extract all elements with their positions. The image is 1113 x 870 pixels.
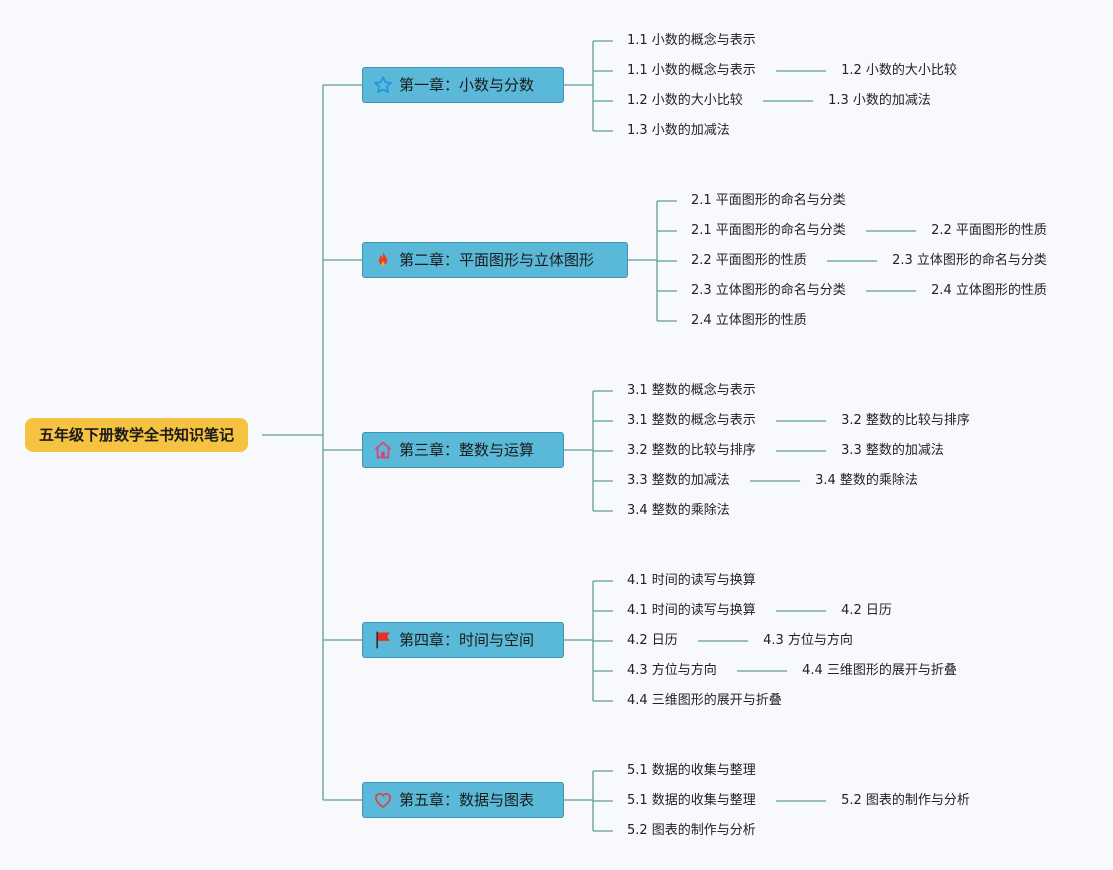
topic-item[interactable]: 2.3 立体图形的命名与分类 (691, 281, 846, 301)
next-topic-item[interactable]: 2.3 立体图形的命名与分类 (892, 251, 1047, 271)
topic-item[interactable]: 1.3 小数的加减法 (627, 121, 730, 141)
heart-icon (373, 790, 393, 810)
topic-item-label: 1.1 小数的概念与表示 (627, 33, 756, 48)
chapter-node-1[interactable]: 第一章：小数与分数 (362, 67, 564, 103)
topic-item[interactable]: 3.3 整数的加减法 (627, 471, 730, 491)
next-topic-item[interactable]: 1.3 小数的加减法 (828, 91, 931, 111)
next-topic-item[interactable]: 4.4 三维图形的展开与折叠 (802, 661, 957, 681)
topic-item-label: 5.2 图表的制作与分析 (627, 823, 756, 838)
home-icon (373, 440, 393, 460)
next-topic-label: 4.2 日历 (841, 603, 892, 618)
topic-item-label: 2.4 立体图形的性质 (691, 313, 807, 328)
chapter-node-3[interactable]: 第三章：整数与运算 (362, 432, 564, 468)
next-topic-item[interactable]: 2.2 平面图形的性质 (931, 221, 1047, 241)
next-topic-item[interactable]: 3.3 整数的加减法 (841, 441, 944, 461)
topic-item[interactable]: 3.2 整数的比较与排序 (627, 441, 756, 461)
topic-item[interactable]: 1.1 小数的概念与表示 (627, 61, 756, 81)
next-topic-label: 1.3 小数的加减法 (828, 93, 931, 108)
topic-item-label: 1.1 小数的概念与表示 (627, 63, 756, 78)
next-topic-label: 2.4 立体图形的性质 (931, 283, 1047, 298)
topic-item-label: 4.1 时间的读写与换算 (627, 603, 756, 618)
topic-item-label: 4.1 时间的读写与换算 (627, 573, 756, 588)
topic-item[interactable]: 2.2 平面图形的性质 (691, 251, 807, 271)
topic-item-label: 5.1 数据的收集与整理 (627, 793, 756, 808)
next-topic-item[interactable]: 1.2 小数的大小比较 (841, 61, 957, 81)
topic-item[interactable]: 4.3 方位与方向 (627, 661, 717, 681)
topic-item[interactable]: 1.2 小数的大小比较 (627, 91, 743, 111)
topic-item-label: 2.1 平面图形的命名与分类 (691, 223, 846, 238)
topic-item[interactable]: 5.2 图表的制作与分析 (627, 821, 756, 841)
topic-item-label: 3.1 整数的概念与表示 (627, 413, 756, 428)
next-topic-label: 3.2 整数的比较与排序 (841, 413, 970, 428)
topic-item-label: 3.1 整数的概念与表示 (627, 383, 756, 398)
topic-item[interactable]: 4.1 时间的读写与换算 (627, 571, 756, 591)
topic-item[interactable]: 3.1 整数的概念与表示 (627, 381, 756, 401)
topic-item-label: 1.2 小数的大小比较 (627, 93, 743, 108)
topic-item-label: 3.2 整数的比较与排序 (627, 443, 756, 458)
topic-item[interactable]: 3.1 整数的概念与表示 (627, 411, 756, 431)
chapter-node-4[interactable]: 第四章：时间与空间 (362, 622, 564, 658)
next-topic-label: 1.2 小数的大小比较 (841, 63, 957, 78)
topic-item-label: 1.3 小数的加减法 (627, 123, 730, 138)
topic-item[interactable]: 5.1 数据的收集与整理 (627, 791, 756, 811)
topic-item-label: 3.4 整数的乘除法 (627, 503, 730, 518)
topic-item-label: 4.4 三维图形的展开与折叠 (627, 693, 782, 708)
topic-item[interactable]: 4.4 三维图形的展开与折叠 (627, 691, 782, 711)
next-topic-item[interactable]: 3.4 整数的乘除法 (815, 471, 918, 491)
next-topic-label: 2.2 平面图形的性质 (931, 223, 1047, 238)
star-icon (373, 75, 393, 95)
chapter-title: 第二章：平面图形与立体图形 (399, 251, 595, 269)
chapter-node-5[interactable]: 第五章：数据与图表 (362, 782, 564, 818)
topic-item-label: 4.2 日历 (627, 633, 678, 648)
next-topic-item[interactable]: 4.2 日历 (841, 601, 892, 621)
topic-item[interactable]: 2.4 立体图形的性质 (691, 311, 807, 331)
topic-item[interactable]: 4.1 时间的读写与换算 (627, 601, 756, 621)
topic-item[interactable]: 4.2 日历 (627, 631, 678, 651)
next-topic-label: 3.4 整数的乘除法 (815, 473, 918, 488)
topic-item-label: 5.1 数据的收集与整理 (627, 763, 756, 778)
next-topic-item[interactable]: 5.2 图表的制作与分析 (841, 791, 970, 811)
topic-item[interactable]: 3.4 整数的乘除法 (627, 501, 730, 521)
flag-icon (373, 630, 393, 650)
topic-item[interactable]: 5.1 数据的收集与整理 (627, 761, 756, 781)
next-topic-label: 2.3 立体图形的命名与分类 (892, 253, 1047, 268)
topic-item-label: 3.3 整数的加减法 (627, 473, 730, 488)
topic-item-label: 2.2 平面图形的性质 (691, 253, 807, 268)
next-topic-item[interactable]: 3.2 整数的比较与排序 (841, 411, 970, 431)
topic-item[interactable]: 2.1 平面图形的命名与分类 (691, 221, 846, 241)
fire-icon (373, 250, 393, 270)
next-topic-label: 3.3 整数的加减法 (841, 443, 944, 458)
next-topic-label: 5.2 图表的制作与分析 (841, 793, 970, 808)
chapter-title: 第一章：小数与分数 (399, 76, 535, 94)
next-topic-label: 4.3 方位与方向 (763, 633, 853, 648)
chapter-title: 第四章：时间与空间 (399, 631, 535, 649)
next-topic-item[interactable]: 2.4 立体图形的性质 (931, 281, 1047, 301)
chapter-title: 第五章：数据与图表 (399, 791, 535, 809)
chapter-node-2[interactable]: 第二章：平面图形与立体图形 (362, 242, 628, 278)
topic-item-label: 4.3 方位与方向 (627, 663, 717, 678)
next-topic-item[interactable]: 4.3 方位与方向 (763, 631, 853, 651)
topic-item[interactable]: 2.1 平面图形的命名与分类 (691, 191, 846, 211)
topic-item-label: 2.1 平面图形的命名与分类 (691, 193, 846, 208)
topic-item-label: 2.3 立体图形的命名与分类 (691, 283, 846, 298)
chapter-title: 第三章：整数与运算 (399, 441, 535, 459)
root-title: 五年级下册数学全书知识笔记 (39, 426, 235, 444)
root-node[interactable]: 五年级下册数学全书知识笔记 (25, 418, 249, 452)
topic-item[interactable]: 1.1 小数的概念与表示 (627, 31, 756, 51)
next-topic-label: 4.4 三维图形的展开与折叠 (802, 663, 957, 678)
